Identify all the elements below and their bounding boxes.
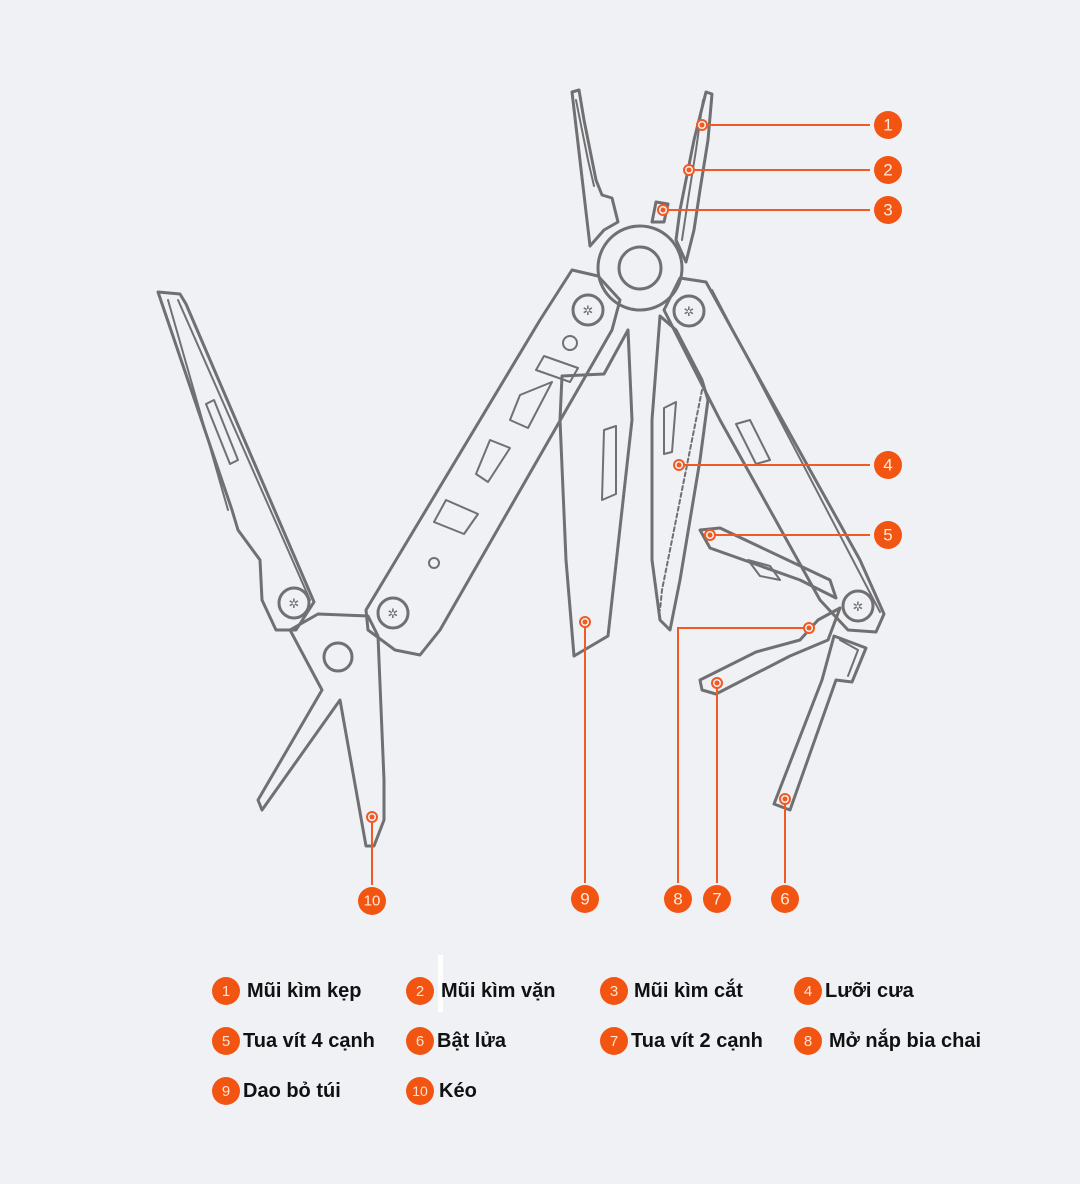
legend-label: Bật lửa [437, 1029, 506, 1052]
svg-text:8: 8 [673, 890, 682, 909]
pliers-jaws [570, 88, 714, 312]
legend-badge: 8 [794, 1027, 822, 1055]
callout-badge-7: 7 [703, 885, 731, 913]
legend: 1 Mũi kìm kẹp 2 Mũi kìm vặn 3 Mũi kìm cắt 4… [212, 966, 1012, 1116]
screwdriver-4 [698, 526, 838, 600]
bottle-opener [698, 606, 842, 696]
callout-badge-6: 6 [771, 885, 799, 913]
svg-text:3: 3 [883, 201, 892, 220]
saw-blade [650, 314, 710, 632]
callout-badge-2: 2 [874, 156, 902, 184]
svg-text:5: 5 [883, 526, 892, 545]
legend-label: Dao bỏ túi [243, 1079, 341, 1102]
leader-lines [366, 119, 870, 885]
legend-badge: 3 [600, 977, 628, 1005]
legend-badge: 9 [212, 1077, 240, 1105]
callout-badge-8: 8 [664, 885, 692, 913]
callout-badge-10: 10 [358, 887, 386, 915]
svg-text:✲: ✲ [388, 606, 399, 621]
legend-label: Tua vít 4 cạnh [243, 1029, 375, 1052]
legend-label: Mũi kìm kẹp [247, 979, 362, 1002]
svg-text:6: 6 [780, 890, 789, 909]
callout-badge-1: 1 [874, 111, 902, 139]
legend-badge: 4 [794, 977, 822, 1005]
legend-row: 1 Mũi kìm kẹp 2 Mũi kìm vặn 3 Mũi kìm cắt 4… [212, 966, 1012, 1016]
callout-badge-9: 9 [571, 885, 599, 913]
right-handle: ✲ ✲ [662, 276, 886, 634]
legend-badge: 1 [212, 977, 240, 1005]
svg-text:✲: ✲ [684, 304, 695, 319]
legend-label: Mũi kìm vặn [441, 979, 556, 1002]
legend-item-8: 8 Mở nắp bia chai [794, 1027, 988, 1055]
legend-item-1: 1 Mũi kìm kẹp [212, 977, 406, 1005]
svg-text:✲: ✲ [853, 599, 864, 614]
left-handle: ✲ ✲ [364, 268, 622, 657]
legend-item-2: 2 Mũi kìm vặn [406, 977, 600, 1005]
legend-label: Kéo [439, 1079, 477, 1102]
knife-blade [558, 328, 634, 658]
svg-text:10: 10 [364, 893, 381, 910]
legend-label: Lưỡi cưa [825, 979, 914, 1002]
legend-label: Tua vít 2 cạnh [631, 1029, 763, 1052]
svg-text:1: 1 [883, 116, 892, 135]
legend-label: Mũi kìm cắt [634, 979, 743, 1002]
legend-badge: 2 [406, 977, 434, 1005]
lighter [772, 634, 868, 812]
svg-text:7: 7 [712, 890, 721, 909]
svg-text:9: 9 [580, 890, 589, 909]
callout-badge-4: 4 [874, 451, 902, 479]
callout-badge-3: 3 [874, 196, 902, 224]
svg-text:✲: ✲ [583, 303, 594, 318]
scissor-arm: ✲ [156, 290, 316, 632]
legend-badge: 10 [406, 1077, 434, 1105]
svg-text:2: 2 [883, 161, 892, 180]
legend-badge: 5 [212, 1027, 240, 1055]
callout-badge-5: 5 [874, 521, 902, 549]
legend-badge: 7 [600, 1027, 628, 1055]
scissors [256, 612, 386, 848]
multitool-diagram: ✲ ✲ ✲ ✲ ✲ [156, 88, 902, 915]
legend-badge: 6 [406, 1027, 434, 1055]
svg-text:✲: ✲ [289, 596, 300, 611]
legend-item-3: 3 Mũi kìm cắt [600, 977, 794, 1005]
legend-label: Mở nắp bia chai [829, 1029, 982, 1052]
svg-text:4: 4 [883, 456, 892, 475]
text-cursor-artifact [438, 955, 443, 1012]
